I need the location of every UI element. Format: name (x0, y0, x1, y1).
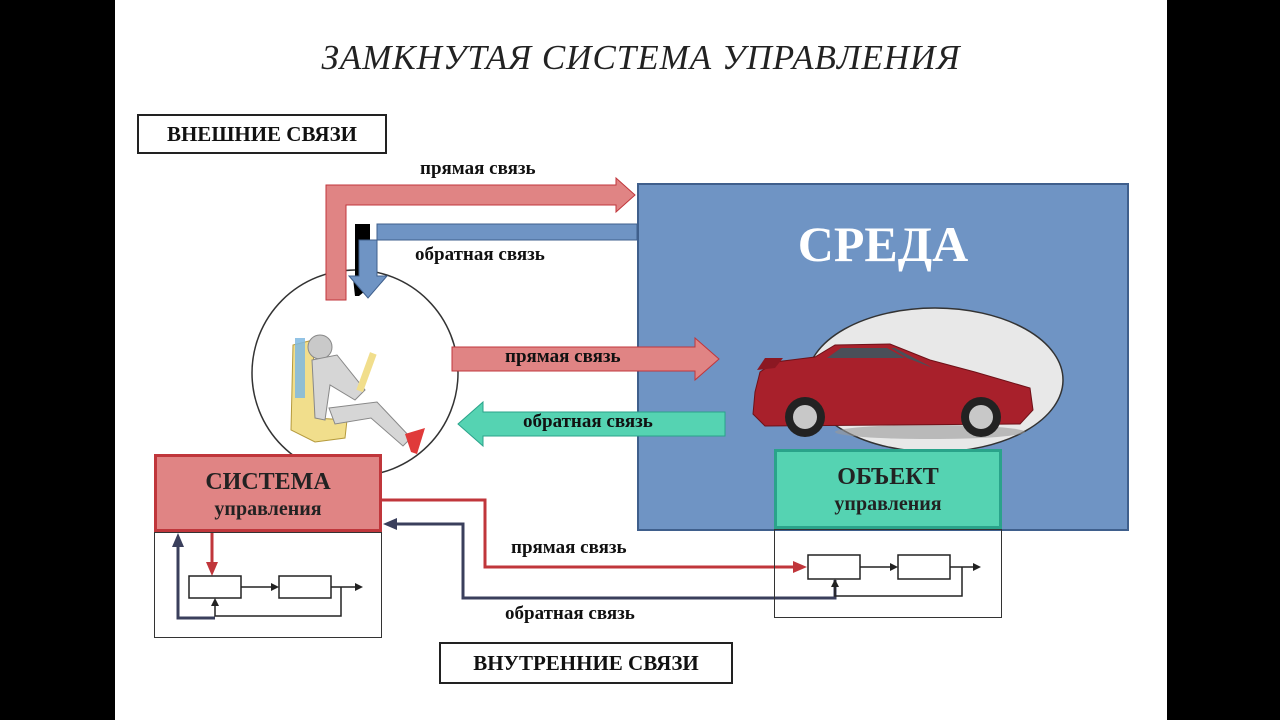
control-system-inner (154, 532, 382, 638)
car-icon (752, 343, 1034, 439)
external-forward-label: прямая связь (420, 158, 536, 179)
environment-label: СРЕДА (797, 216, 969, 272)
internal-forward-arrowhead (793, 561, 807, 573)
driver-forward-label: прямая связь (505, 346, 621, 367)
internal-forward-line (382, 498, 795, 569)
driver-forward-arrow (451, 336, 720, 382)
page-title: ЗАМКНУТАЯ СИСТЕМА УПРАВЛЕНИЯ (321, 38, 961, 77)
control-system-title: СИСТЕМА (205, 469, 331, 495)
diagram-graphics (172, 176, 1064, 620)
control-system-box: СИСТЕМА управления (154, 454, 382, 532)
control-system-subtitle: управления (214, 498, 322, 520)
internal-links-label: ВНУТРЕННИЕ СВЯЗИ (439, 642, 733, 684)
driver-icon (290, 334, 425, 454)
control-object-inner (774, 529, 1002, 618)
external-forward-arrow (325, 176, 636, 301)
external-links-text: ВНЕШНИЕ СВЯЗИ (166, 121, 358, 146)
system-feedback-line (176, 545, 215, 620)
internal-links-text: ВНУТРЕННИЕ СВЯЗИ (473, 650, 699, 675)
slide: ЗАМКНУТАЯ СИСТЕМА УПРАВЛЕНИЯ ВНЕШНИЕ СВЯ… (115, 0, 1167, 720)
internal-forward-label: прямая связь (511, 537, 627, 558)
control-object-title: ОБЪЕКТ (837, 464, 939, 490)
internal-feedback-line (395, 522, 837, 600)
external-links-label: ВНЕШНИЕ СВЯЗИ (137, 114, 387, 154)
driver-feedback-label: обратная связь (523, 411, 653, 432)
internal-feedback-arrowhead (383, 518, 397, 530)
internal-feedback-label: обратная связь (505, 603, 635, 624)
control-object-subtitle: управления (834, 493, 942, 515)
control-object-box: ОБЪЕКТ управления (774, 449, 1002, 529)
external-feedback-label: обратная связь (415, 244, 545, 265)
driver-feedback-arrow (457, 400, 726, 448)
driver-circle (251, 269, 459, 477)
